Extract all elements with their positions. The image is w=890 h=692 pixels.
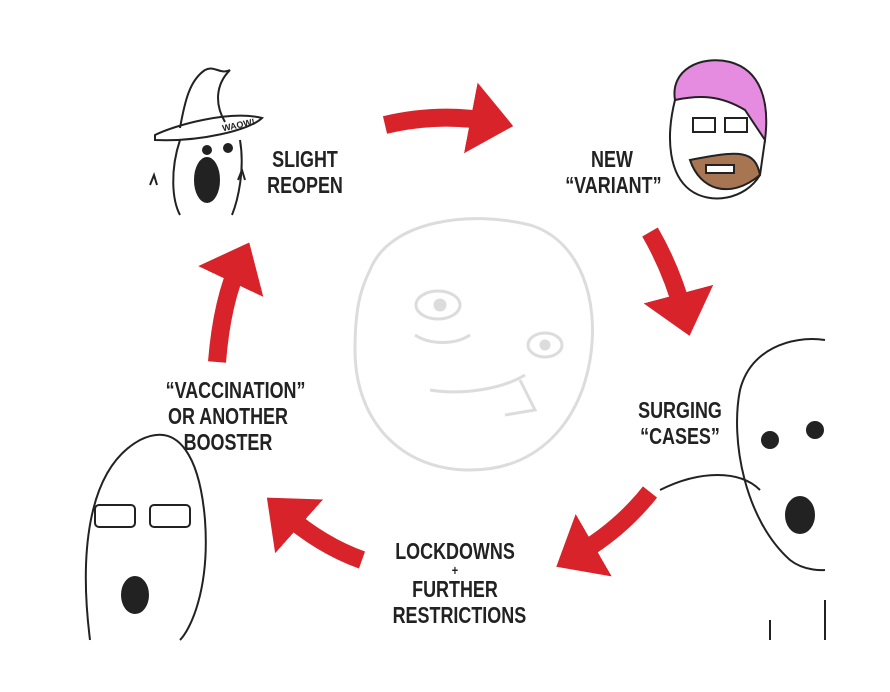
step-lockdowns: LOCKDOWNS + FURTHER RESTRICTIONS	[392, 538, 527, 628]
step-label-line: +	[451, 562, 459, 578]
wizard-soyjak-image	[149, 67, 264, 216]
step-label-line: REOPEN	[267, 172, 343, 198]
step-label-line: FURTHER	[412, 576, 498, 602]
step-label-line: LOCKDOWNS	[395, 538, 515, 564]
step-slight-reopen: SLIGHT REOPEN	[258, 146, 352, 198]
step-label-line: OR ANOTHER	[168, 403, 288, 429]
step-label-line: “CASES”	[640, 423, 720, 449]
step-label-line: SURGING	[638, 397, 722, 423]
cycle-arrows	[198, 82, 714, 577]
step-vaccination: “VACCINATION” OR ANOTHER BOOSTER	[165, 377, 306, 455]
glasses-soyjak-image	[84, 433, 207, 641]
pointing-soyjak-image	[659, 338, 826, 640]
step-label-line: “VACCINATION”	[165, 377, 306, 403]
arrow-reopen-to-variant	[382, 82, 514, 154]
faded-center-face	[353, 217, 594, 472]
step-surging-cases: SURGING “CASES”	[633, 397, 727, 449]
arrow-lockdowns-to-vaccination	[266, 497, 366, 569]
step-label-line: “VARIANT”	[565, 172, 662, 198]
pink-hair-soyjak-image	[669, 59, 768, 200]
arrow-variant-to-cases	[642, 227, 714, 336]
arrow-cases-to-lockdowns	[556, 486, 658, 577]
step-label-line: BOOSTER	[183, 429, 273, 455]
step-new-variant: NEW “VARIANT”	[565, 146, 662, 198]
arrow-vaccination-to-reopen	[198, 242, 264, 363]
step-label-line: RESTRICTIONS	[392, 602, 527, 628]
step-label-line: SLIGHT	[272, 146, 338, 172]
step-label-line: NEW	[591, 146, 633, 172]
